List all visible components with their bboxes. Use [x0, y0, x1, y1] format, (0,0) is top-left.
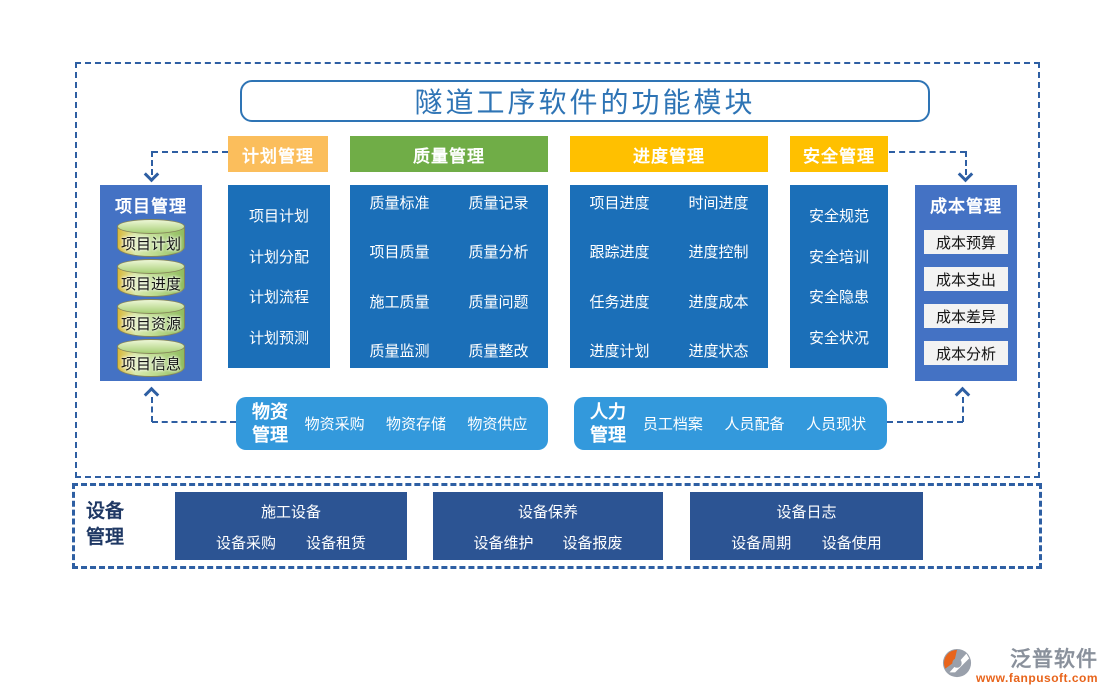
- equipment-section-label: 设备管理: [86, 501, 125, 548]
- cost-item: 成本支出: [924, 267, 1008, 291]
- header-quality-management: 质量管理: [350, 136, 548, 172]
- material-item: 物资采购: [304, 416, 365, 433]
- progress-item: 跟踪进度: [589, 244, 650, 262]
- safety-item: 安全隐患: [808, 289, 869, 307]
- cost-item: 成本预算: [924, 230, 1008, 254]
- project-management-panel: 项目管理 项目计划 项目进度 项目资源 项目信息: [100, 185, 202, 381]
- quality-item: 质量问题: [468, 293, 529, 311]
- project-panel-title: 项目管理: [115, 197, 187, 216]
- progress-item: 进度计划: [589, 343, 650, 361]
- connector-safety-to-cost: [889, 151, 966, 153]
- fanpu-logo-icon: [942, 648, 972, 683]
- hr-item: 员工档案: [642, 416, 703, 433]
- progress-item: 进度成本: [688, 293, 749, 311]
- project-item: 项目进度: [120, 276, 182, 293]
- plan-management-column: 项目计划 计划分配 计划流程 计划预测: [228, 185, 330, 368]
- equipment-dashed-frame: [72, 483, 1042, 569]
- database-cylinder-icon: 项目信息: [117, 339, 185, 377]
- quality-item: 质量分析: [468, 244, 529, 262]
- plan-item: 项目计划: [248, 207, 309, 225]
- equipment-group-maintenance: 设备保养 设备维护 设备报废: [433, 492, 663, 560]
- plan-item: 计划预测: [248, 330, 309, 348]
- equipment-item: 设备使用: [821, 535, 882, 552]
- quality-item: 项目质量: [369, 244, 430, 262]
- hr-management-box: 人力管理 员工档案 人员配备 人员现状: [574, 397, 887, 450]
- equipment-item: 设备采购: [215, 535, 276, 552]
- database-cylinder-icon: 项目资源: [117, 299, 185, 337]
- cost-panel-title: 成本管理: [930, 197, 1002, 216]
- logo-name: 泛普软件: [1010, 648, 1099, 671]
- connector-safety-to-cost: [965, 151, 967, 175]
- header-progress-management: 进度管理: [570, 136, 768, 172]
- header-plan-management: 计划管理: [228, 136, 328, 172]
- material-management-box: 物资管理 物资采购 物资存储 物资供应: [236, 397, 548, 450]
- equipment-item: 设备租赁: [305, 535, 366, 552]
- diagram-title: 隧道工序软件的功能模块: [414, 88, 756, 119]
- equipment-group-title: 施工设备: [260, 504, 321, 521]
- cost-management-panel: 成本管理 成本预算 成本支出 成本差异 成本分析: [915, 185, 1017, 381]
- quality-item: 质量整改: [468, 343, 529, 361]
- equipment-group-title: 设备日志: [776, 504, 837, 521]
- safety-item: 安全培训: [808, 248, 869, 266]
- database-cylinder-icon: 项目计划: [117, 219, 185, 257]
- cost-item: 成本差异: [924, 304, 1008, 328]
- quality-item: 质量标准: [369, 194, 430, 212]
- hr-item: 人员现状: [806, 416, 867, 433]
- fanpu-logo: 泛普软件 www.fanpusoft.com: [942, 648, 1098, 685]
- progress-item: 进度控制: [688, 244, 749, 262]
- connector-plan-to-project: [152, 151, 228, 153]
- connector-hr-to-cost: [962, 397, 964, 422]
- main-dashed-frame: [75, 62, 1040, 478]
- progress-item: 任务进度: [589, 293, 650, 311]
- progress-item: 项目进度: [589, 194, 650, 212]
- plan-item: 计划流程: [248, 289, 309, 307]
- connector-hr-to-cost: [887, 421, 963, 423]
- project-item: 项目信息: [120, 356, 182, 373]
- equipment-item: 设备维护: [473, 535, 534, 552]
- equipment-group-title: 设备保养: [517, 504, 578, 521]
- progress-management-column: 项目进度 时间进度 跟踪进度 进度控制 任务进度 进度成本 进度计划 进度状态: [570, 185, 768, 368]
- material-item: 物资存储: [385, 416, 446, 433]
- cost-item: 成本分析: [924, 341, 1008, 365]
- safety-management-column: 安全规范 安全培训 安全隐患 安全状况: [790, 185, 888, 368]
- progress-item: 时间进度: [688, 194, 749, 212]
- database-cylinder-icon: 项目进度: [117, 259, 185, 297]
- material-box-title: 物资管理: [252, 402, 288, 445]
- quality-item: 质量记录: [468, 194, 529, 212]
- hr-item: 人员配备: [724, 416, 785, 433]
- project-item: 项目计划: [120, 236, 182, 253]
- safety-item: 安全状况: [808, 330, 869, 348]
- quality-item: 质量监测: [369, 343, 430, 361]
- material-item: 物资供应: [467, 416, 528, 433]
- equipment-group-log: 设备日志 设备周期 设备使用: [690, 492, 923, 560]
- connector-plan-to-project: [151, 151, 153, 175]
- plan-item: 计划分配: [248, 248, 309, 266]
- equipment-group-construction: 施工设备 设备采购 设备租赁: [175, 492, 407, 560]
- header-safety-management: 安全管理: [790, 136, 888, 172]
- safety-item: 安全规范: [808, 207, 869, 225]
- connector-material-to-project: [152, 421, 236, 423]
- hr-box-title: 人力管理: [590, 402, 626, 445]
- diagram-title-box: 隧道工序软件的功能模块: [240, 80, 930, 122]
- progress-item: 进度状态: [688, 343, 749, 361]
- connector-material-to-project: [151, 397, 153, 422]
- equipment-item: 设备周期: [731, 535, 792, 552]
- project-item: 项目资源: [120, 316, 182, 333]
- equipment-item: 设备报废: [562, 535, 623, 552]
- quality-management-column: 质量标准 质量记录 项目质量 质量分析 施工质量 质量问题 质量监测 质量整改: [350, 185, 548, 368]
- logo-url: www.fanpusoft.com: [976, 671, 1099, 686]
- quality-item: 施工质量: [369, 293, 430, 311]
